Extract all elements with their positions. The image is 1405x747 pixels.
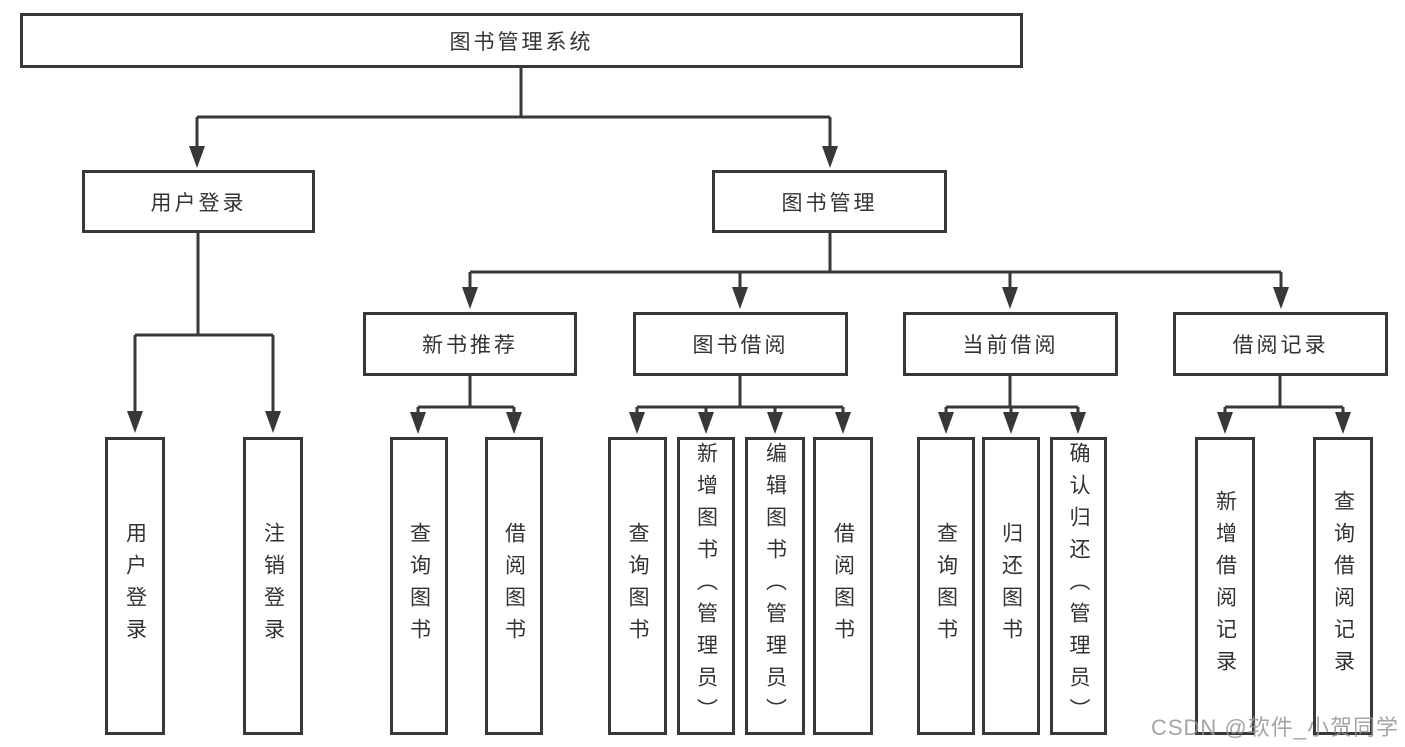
node-library-management-system: 图书管理系统 (20, 13, 1023, 68)
leaf-edit-books-admin-label: 编辑图书（管理员） (763, 442, 787, 730)
leaf-add-borrow-record-label: 新增借阅记录 (1213, 490, 1237, 682)
leaf-logout-label: 注销登录 (261, 522, 285, 650)
leaf-borrow-books-recommendation-label: 借阅图书 (502, 522, 526, 650)
leaf-borrow-books: 借阅图书 (813, 437, 873, 735)
leaf-return-books-label: 归还图书 (999, 522, 1023, 650)
csdn-watermark: CSDN @软件_小贺同学 (1150, 715, 1399, 740)
leaf-query-books-current: 查询图书 (917, 437, 975, 735)
node-user-login: 用户登录 (82, 170, 315, 233)
leaf-borrow-books-label: 借阅图书 (831, 522, 855, 650)
leaf-borrow-books-recommendation: 借阅图书 (485, 437, 543, 735)
leaf-add-books-admin-label: 新增图书（管理员） (694, 442, 718, 730)
leaf-query-borrow-record-label: 查询借阅记录 (1331, 490, 1355, 682)
leaf-user-login: 用户登录 (105, 437, 165, 735)
leaf-query-borrow-record: 查询借阅记录 (1313, 437, 1373, 735)
leaf-confirm-return-admin-label: 确认归还（管理员） (1067, 442, 1090, 730)
leaf-add-books-admin: 新增图书（管理员） (677, 437, 735, 735)
leaf-query-books-recommendation-label: 查询图书 (407, 522, 431, 650)
node-current-borrowing: 当前借阅 (903, 312, 1118, 376)
leaf-confirm-return-admin: 确认归还（管理员） (1050, 437, 1107, 735)
leaf-user-login-label: 用户登录 (123, 522, 147, 650)
node-book-management: 图书管理 (712, 170, 947, 233)
leaf-query-books-borrowing-label: 查询图书 (626, 522, 649, 650)
leaf-edit-books-admin: 编辑图书（管理员） (745, 437, 805, 735)
node-borrowing-records: 借阅记录 (1173, 312, 1388, 376)
leaf-query-books-recommendation: 查询图书 (390, 437, 448, 735)
leaf-query-books-borrowing: 查询图书 (608, 437, 667, 735)
node-new-book-recommendation: 新书推荐 (363, 312, 577, 376)
leaf-add-borrow-record: 新增借阅记录 (1195, 437, 1255, 735)
leaf-return-books: 归还图书 (982, 437, 1040, 735)
leaf-logout: 注销登录 (243, 437, 303, 735)
node-book-borrowing: 图书借阅 (633, 312, 848, 376)
leaf-query-books-current-label: 查询图书 (934, 522, 958, 650)
